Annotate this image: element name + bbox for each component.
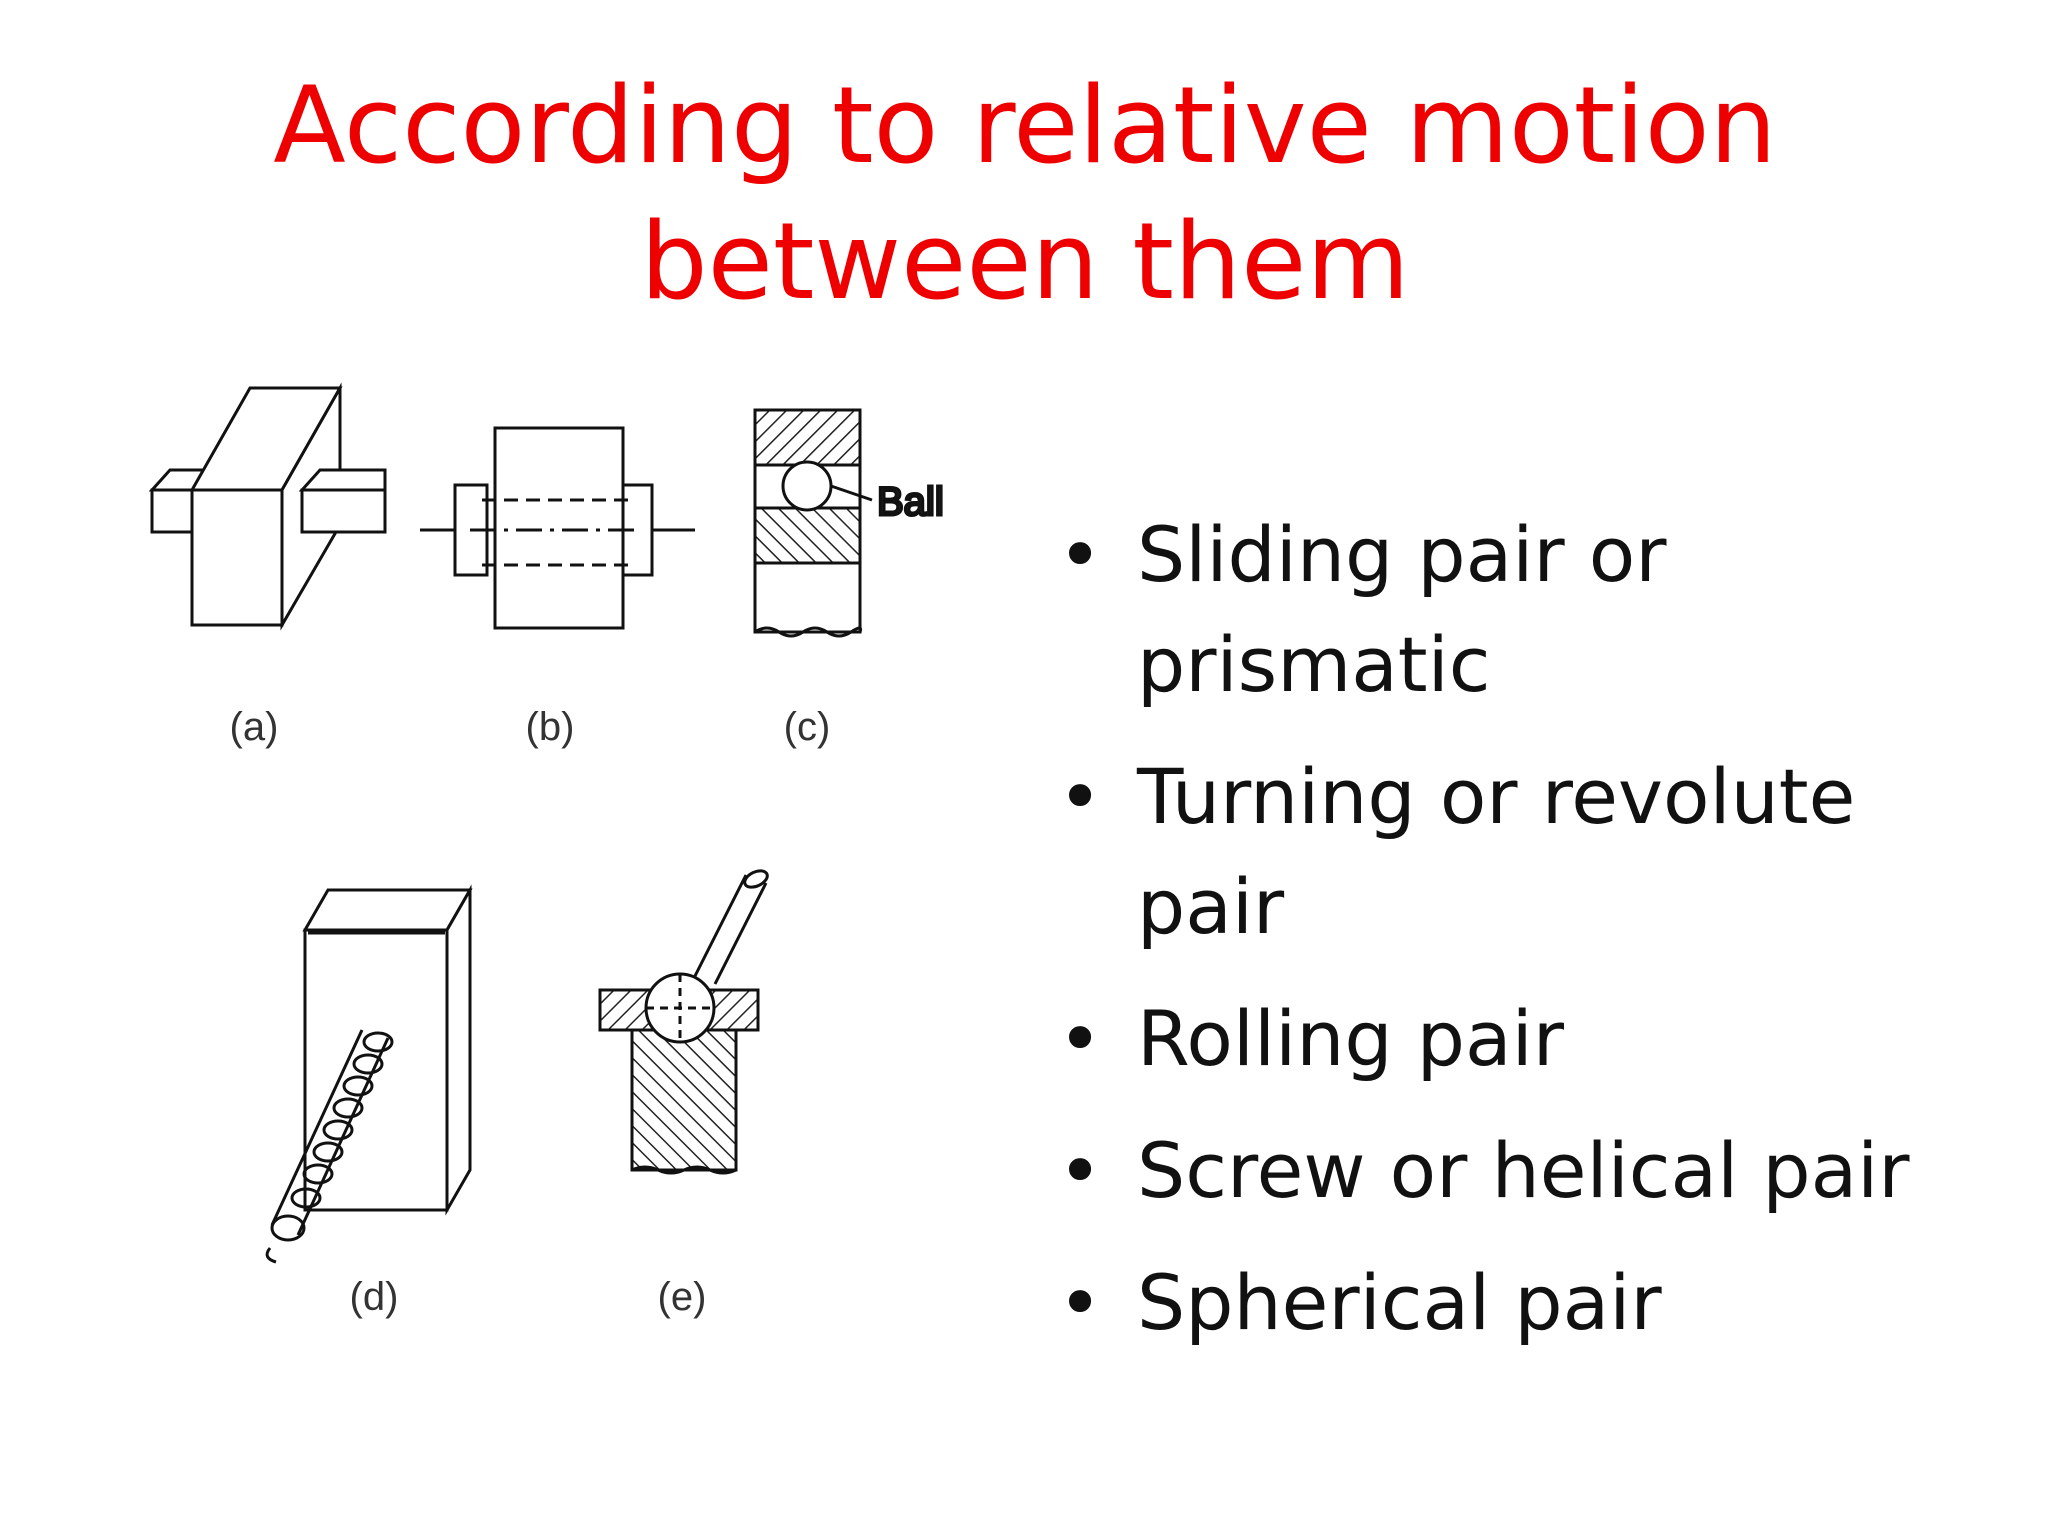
bullet-icon: • bbox=[1057, 1258, 1103, 1347]
list-item: • Spherical pair bbox=[1055, 1248, 1985, 1358]
screw-pair-diagram bbox=[265, 884, 473, 1264]
list-item-text: Spherical pair bbox=[1137, 1258, 1662, 1347]
ball-label: Ball bbox=[877, 480, 944, 524]
spherical-pair-diagram bbox=[598, 869, 769, 1175]
kinematic-pairs-figure: Ball bbox=[130, 370, 970, 1370]
kinematic-pairs-drawing: Ball bbox=[148, 382, 945, 1319]
list-item: • Rolling pair bbox=[1055, 984, 1985, 1094]
figure-label-d: (d) bbox=[350, 1275, 399, 1319]
turning-pair-diagram bbox=[420, 426, 695, 630]
list-item-text: Rolling pair bbox=[1137, 994, 1564, 1083]
rolling-pair-diagram: Ball bbox=[753, 408, 945, 638]
bullet-icon: • bbox=[1057, 752, 1103, 841]
sliding-pair-diagram bbox=[148, 382, 387, 631]
pair-types-list: • Sliding pair or prismatic • Turning or… bbox=[1055, 500, 1985, 1380]
figure-label-e: (e) bbox=[658, 1275, 707, 1319]
list-item-text: Turning or revolute pair bbox=[1137, 752, 1856, 951]
bullet-icon: • bbox=[1057, 994, 1103, 1083]
list-item-text: Screw or helical pair bbox=[1137, 1126, 1910, 1215]
list-item: • Turning or revolute pair bbox=[1055, 742, 1985, 962]
bullet-icon: • bbox=[1057, 1126, 1103, 1215]
figure-label-a: (a) bbox=[230, 705, 279, 749]
list-item-text: Sliding pair or prismatic bbox=[1137, 510, 1667, 709]
list-item: • Sliding pair or prismatic bbox=[1055, 500, 1985, 720]
figure-label-c: (c) bbox=[784, 705, 831, 749]
slide-title: According to relative motion between the… bbox=[273, 64, 1777, 323]
bullet-icon: • bbox=[1057, 510, 1103, 599]
list-item: • Screw or helical pair bbox=[1055, 1116, 1985, 1226]
figure-label-b: (b) bbox=[526, 705, 575, 749]
